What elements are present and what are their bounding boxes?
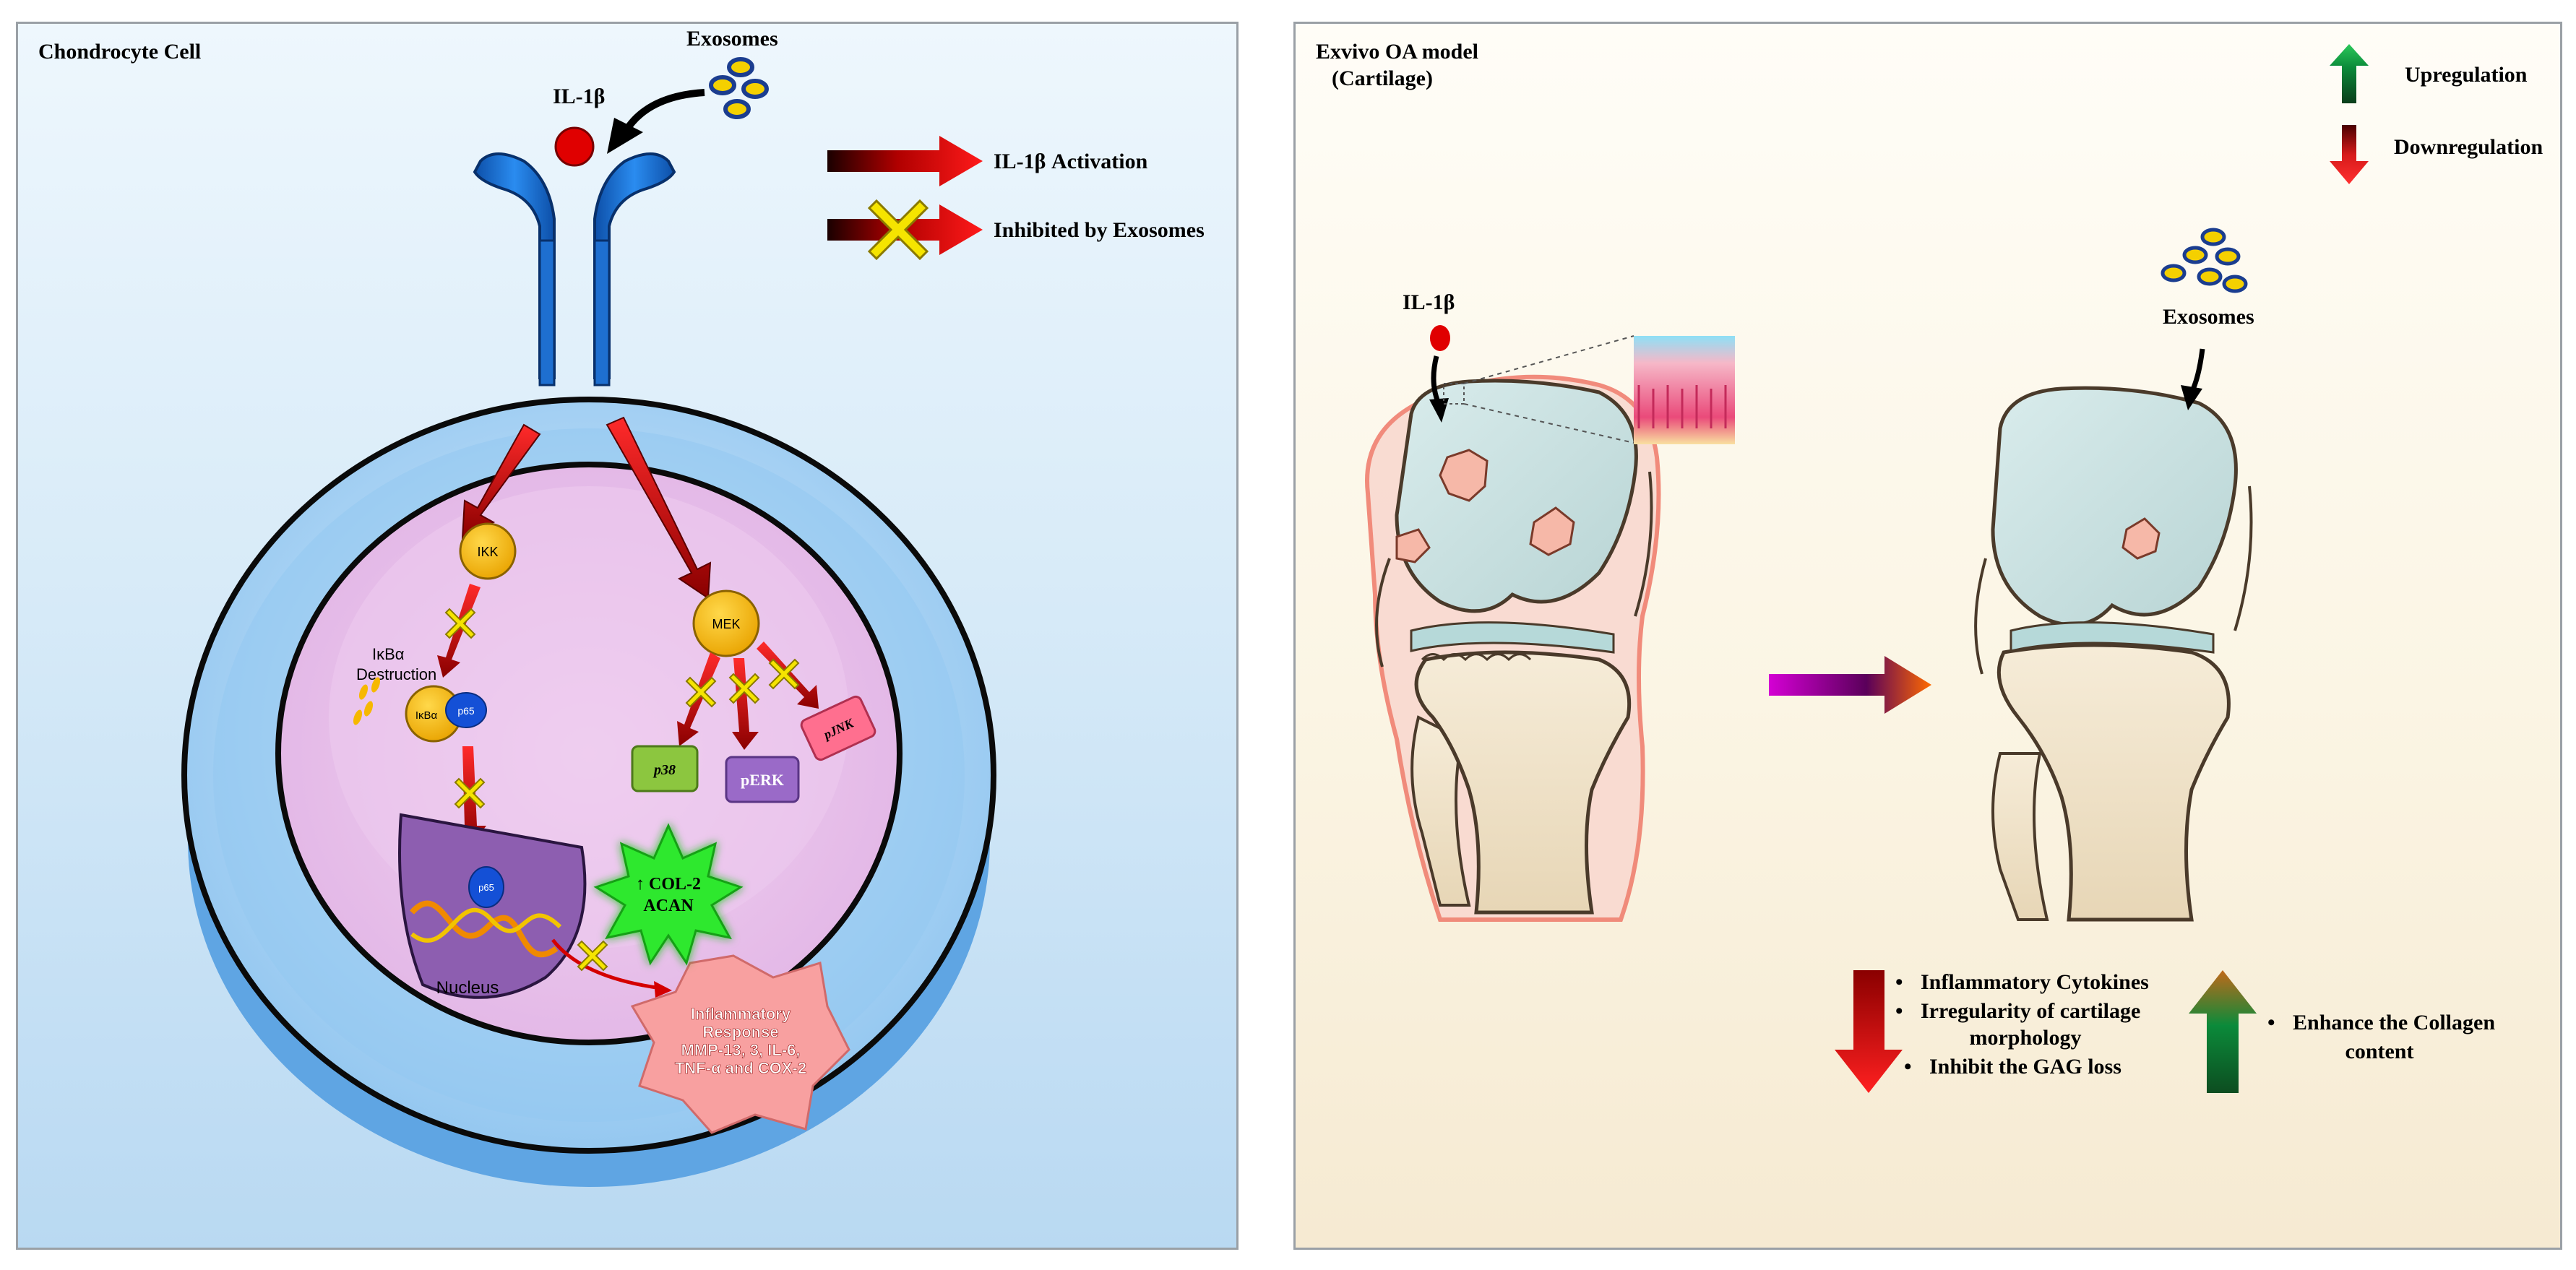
exosomes-label: Exosomes	[686, 27, 778, 51]
oa-model-diagram: Exvivo OA model (Cartilage) Upregulation…	[1316, 40, 2543, 1093]
upregulation-label: Upregulation	[2405, 63, 2528, 87]
il1-receptor	[473, 152, 676, 386]
up-list: • Enhance the Collagen content	[2267, 1011, 2495, 1063]
p65-node	[445, 692, 487, 728]
panel-title-line-1: Exvivo OA model	[1316, 40, 1478, 64]
ikba-label: IκBα	[415, 709, 438, 722]
activation-arrow-icon	[827, 136, 983, 186]
inflammatory-line-1: Inflammatory	[691, 1005, 791, 1023]
down-list: • Inflammatory Cytokines • Irregularity …	[1895, 970, 2149, 1079]
svg-text:•: •	[2267, 1011, 2275, 1034]
ikk-label: IKK	[477, 545, 498, 559]
inflammatory-line-2: Response	[702, 1023, 778, 1041]
chondrocyte-diagram: Chondrocyte Cell IL-1β Exosomes IL-1β Ac…	[38, 27, 1205, 1187]
inflammatory-line-4: TNF-α and COX-2	[675, 1059, 806, 1077]
perk-label: pERK	[741, 771, 784, 789]
inhibit-cross-icon	[768, 658, 800, 690]
down-item-2: Irregularity of cartilage	[1921, 999, 2140, 1023]
treatment-arrow	[1769, 656, 1931, 714]
col2-label: ↑ COL-2	[636, 875, 701, 894]
treated-knee-right	[1974, 386, 2253, 922]
svg-text:•: •	[1895, 999, 1903, 1023]
up-item-2: content	[2345, 1040, 2414, 1063]
legend-inhibited-label: Inhibited by Exosomes	[994, 218, 1205, 242]
downregulation-label: Downregulation	[2394, 135, 2543, 159]
inhibit-cross-icon	[867, 199, 929, 261]
panel-title-line-2: (Cartilage)	[1332, 66, 1433, 90]
legend-activation-label: IL-1β Activation	[994, 150, 1148, 173]
arrow-to-inflammation	[551, 938, 662, 990]
arrow-to-mek	[606, 416, 712, 600]
p38-label: p38	[652, 762, 676, 778]
inhibit-cross-icon	[728, 673, 760, 704]
svg-text:•: •	[1904, 1055, 1912, 1079]
legend: IL-1β Activation Inhibited by Exosomes	[827, 136, 1205, 261]
cartilage-tissue-inset	[1634, 336, 1735, 444]
p65-label: p65	[457, 705, 475, 717]
inhibit-cross-icon	[685, 676, 717, 708]
il1b-label: IL-1β	[553, 85, 605, 108]
cartilage-damage-icon	[1395, 449, 1575, 563]
ikba-destruction-label-1: IκBα	[372, 645, 405, 663]
upregulation-outcome-arrow	[2189, 970, 2257, 1093]
il1b-ligand	[554, 126, 595, 167]
exosome-cluster-right	[2161, 228, 2248, 293]
ikk-node	[459, 522, 517, 580]
oa-knee-left	[1365, 374, 1661, 922]
panel-title: Chondrocyte Cell	[38, 40, 201, 64]
downregulation-arrow-icon	[2330, 125, 2369, 184]
arrow-to-p38	[677, 652, 720, 746]
acan-label: ACAN	[643, 897, 694, 915]
nucleus-label: Nucleus	[436, 978, 499, 998]
col2-acan-burst: ↑ COL-2 ACAN	[593, 823, 744, 966]
exosome-cluster: Exosomes	[686, 27, 778, 119]
inhibit-cross-icon	[444, 608, 476, 639]
ikba-destruction-label-2: Destruction	[356, 665, 436, 683]
p38-node: p38	[631, 745, 699, 792]
inflammatory-line-3: MMP-13, 3, IL-6,	[681, 1041, 800, 1059]
mek-node	[692, 589, 760, 657]
up-item-1: Enhance the Collagen	[2293, 1011, 2495, 1034]
il1b-drop-icon	[1430, 325, 1450, 351]
downregulation-outcome-arrow	[1835, 970, 1903, 1093]
p65-nuclear-label: p65	[478, 882, 494, 893]
mek-label: MEK	[712, 617, 740, 631]
cartilage-damage-icon	[2121, 517, 2161, 560]
pjnk-node: pJNK	[800, 695, 876, 761]
inflammatory-response-burst: Inflammatory Response MMP-13, 3, IL-6, T…	[630, 954, 850, 1134]
knee-exosomes-label: Exosomes	[2163, 305, 2254, 329]
inhibit-cross-icon	[454, 777, 486, 809]
knee-il1b-label: IL-1β	[1403, 290, 1455, 314]
arrow-ikk-ikba	[437, 584, 481, 678]
exosome-curve-arrow	[621, 89, 705, 134]
oa-model-panel: Exvivo OA model (Cartilage) Upregulation…	[1293, 22, 2562, 1250]
perk-node: pERK	[725, 756, 800, 803]
p65-nuclear-node	[468, 866, 504, 908]
down-item-3: Inhibit the GAG loss	[1929, 1055, 2121, 1079]
upregulation-arrow-icon	[2330, 44, 2369, 103]
fragment-icons	[353, 677, 381, 725]
svg-text:•: •	[1895, 970, 1903, 994]
chondrocyte-panel: Chondrocyte Cell IL-1β Exosomes IL-1β Ac…	[16, 22, 1239, 1250]
nucleus: p65 Nucleus	[398, 813, 587, 999]
down-item-2b: morphology	[1969, 1026, 2081, 1050]
exosome-icon	[709, 57, 769, 119]
inhibit-cross-icon	[577, 940, 608, 972]
regulation-legend: Upregulation Downregulation	[2330, 44, 2543, 184]
down-item-1: Inflammatory Cytokines	[1921, 970, 2149, 994]
exosome-arrow	[2189, 348, 2205, 394]
